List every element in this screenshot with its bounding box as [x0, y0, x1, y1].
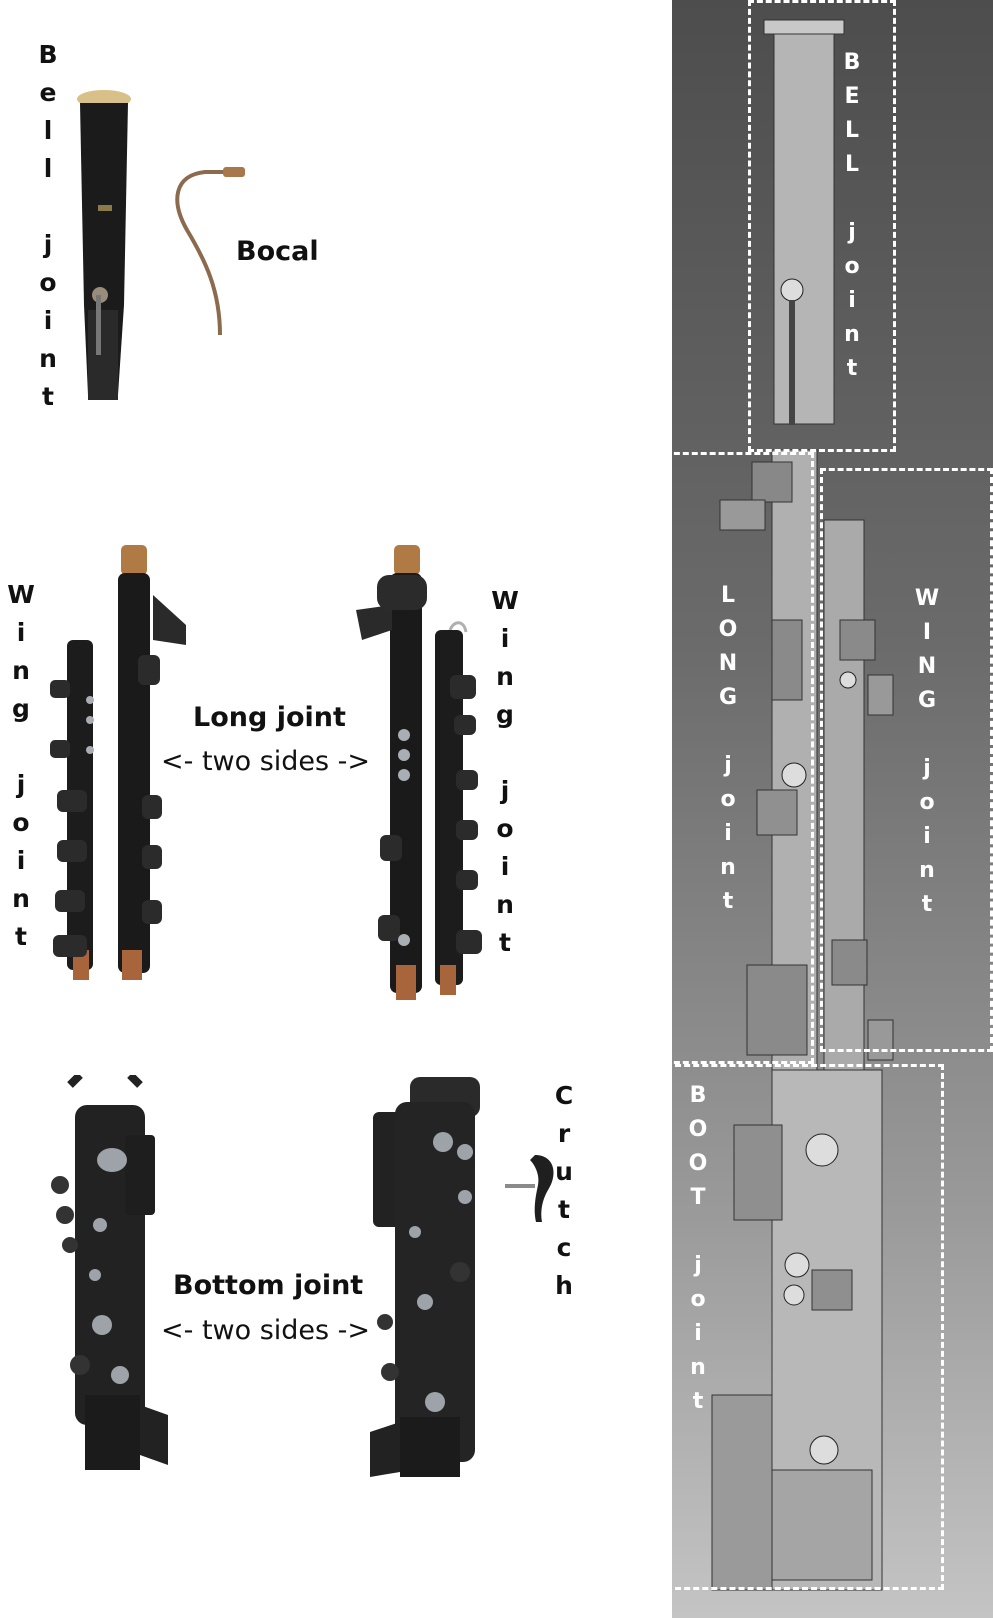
label-letter: B [33, 42, 63, 80]
label-letter: i [490, 854, 520, 892]
label-letter: l [33, 118, 63, 156]
label-letter: j [33, 232, 63, 270]
label-letter: j [838, 222, 866, 256]
label-letter: j [714, 755, 742, 789]
bottom-joint-two-sides: <- two sides -> [161, 1315, 370, 1346]
boot-joint-box [672, 1064, 944, 1590]
label-letter: W [490, 588, 520, 626]
label-letter: B [838, 52, 866, 86]
bottom-joint-label: Bottom joint [173, 1270, 363, 1301]
label-letter: l [33, 156, 63, 194]
label-letter: i [913, 826, 941, 860]
label-letter: C [549, 1083, 579, 1121]
label-letter: r [549, 1121, 579, 1159]
label-letter [714, 721, 742, 755]
bell-joint-photo [70, 85, 140, 415]
label-letter: n [684, 1357, 712, 1391]
long-joint-two-sides: <- two sides -> [161, 746, 370, 777]
label-letter: t [684, 1391, 712, 1425]
wing-joint-photo-right [420, 620, 490, 1005]
label-letter: E [838, 86, 866, 120]
label-letter [684, 1221, 712, 1255]
label-letter: n [6, 886, 36, 924]
label-letter: I [913, 622, 941, 656]
label-letter: t [33, 384, 63, 422]
bocal-label: Bocal [236, 236, 319, 267]
bottom-joint-photo-right [365, 1072, 495, 1482]
label-letter [913, 724, 941, 758]
label-letter: t [490, 930, 520, 968]
label-letter: h [549, 1273, 579, 1311]
label-letter: n [490, 664, 520, 702]
label-letter: W [913, 588, 941, 622]
wing-joint-box [820, 468, 993, 1052]
label-letter: O [684, 1119, 712, 1153]
label-letter: N [913, 656, 941, 690]
label-letter: i [33, 308, 63, 346]
label-letter: O [684, 1153, 712, 1187]
label-letter: W [6, 582, 36, 620]
label-letter: B [684, 1085, 712, 1119]
label-letter: j [913, 758, 941, 792]
label-letter: n [490, 892, 520, 930]
label-letter: T [684, 1187, 712, 1221]
label-letter [33, 194, 63, 232]
label-letter: o [33, 270, 63, 308]
label-letter: L [838, 120, 866, 154]
label-letter: c [549, 1235, 579, 1273]
label-letter: G [714, 687, 742, 721]
label-letter: i [684, 1323, 712, 1357]
label-letter: j [490, 778, 520, 816]
label-letter: e [33, 80, 63, 118]
label-letter: n [913, 860, 941, 894]
label-letter [838, 188, 866, 222]
label-letter: t [714, 891, 742, 925]
label-letter: o [684, 1289, 712, 1323]
label-letter: o [6, 810, 36, 848]
bell-joint-box [748, 0, 896, 452]
label-letter: t [838, 358, 866, 392]
label-letter: i [6, 848, 36, 886]
bottom-joint-photo-left [40, 1075, 175, 1475]
label-letter: o [714, 789, 742, 823]
label-letter: t [549, 1197, 579, 1235]
label-letter: n [6, 658, 36, 696]
label-letter: t [6, 924, 36, 962]
label-letter: o [913, 792, 941, 826]
label-letter: i [714, 823, 742, 857]
label-letter: G [913, 690, 941, 724]
label-letter: o [838, 256, 866, 290]
label-letter: j [6, 772, 36, 810]
label-letter: O [714, 619, 742, 653]
label-letter [6, 734, 36, 772]
label-letter: n [33, 346, 63, 384]
label-letter: i [490, 626, 520, 664]
label-letter: i [6, 620, 36, 658]
label-letter: n [838, 324, 866, 358]
label-letter [490, 740, 520, 778]
label-letter: L [838, 154, 866, 188]
label-letter: N [714, 653, 742, 687]
label-letter: u [549, 1159, 579, 1197]
label-letter: n [714, 857, 742, 891]
label-letter: g [490, 702, 520, 740]
label-letter: g [6, 696, 36, 734]
label-letter: t [913, 894, 941, 928]
long-joint-label: Long joint [193, 702, 346, 733]
label-letter: o [490, 816, 520, 854]
label-letter: j [684, 1255, 712, 1289]
label-letter: i [838, 290, 866, 324]
long-joint-box [672, 452, 814, 1064]
wing-joint-photo-left [45, 640, 115, 985]
label-letter: L [714, 585, 742, 619]
